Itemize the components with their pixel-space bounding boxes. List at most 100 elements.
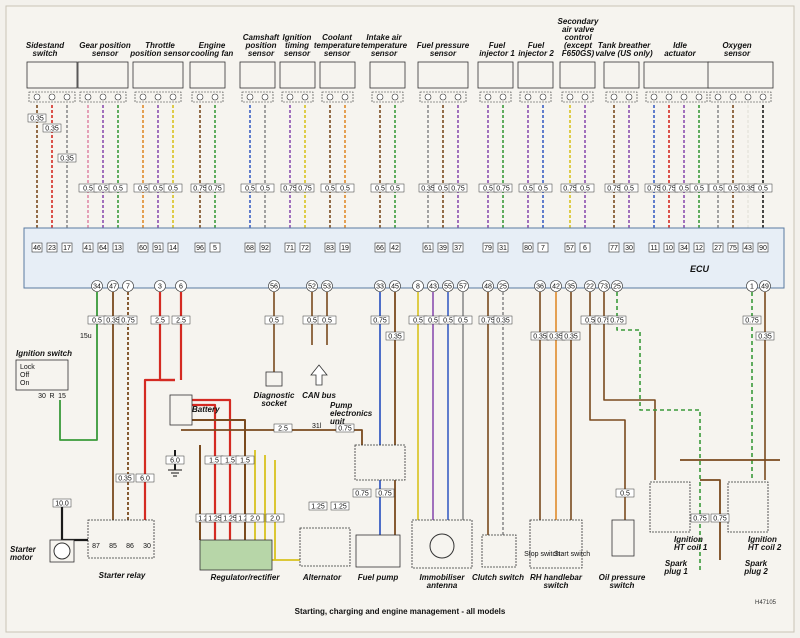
- ecu-pin-number: 64: [99, 245, 107, 252]
- wire-gauge-label: 0.5: [92, 318, 102, 325]
- ecu-pin: [623, 242, 635, 253]
- gauge-tag: [453, 315, 473, 325]
- component-label: Starter relay: [99, 571, 146, 580]
- wire-gauge-label: 2.0: [270, 516, 280, 523]
- ecu-pin: [268, 280, 280, 292]
- ecu-pin-number: 34: [680, 245, 688, 252]
- component-label: Fuel pump: [358, 573, 399, 582]
- component-label: air valve: [562, 25, 595, 34]
- gauge-tag: [330, 501, 350, 511]
- component-label: Ignition: [283, 33, 312, 42]
- wire-gauge-label: 0.5: [585, 318, 595, 325]
- wire-gauge-label: 1.5: [240, 458, 250, 465]
- gauge-tag: [265, 513, 285, 523]
- connector-pin: [246, 93, 254, 101]
- component-label: Intake air: [366, 33, 402, 42]
- ecu-pin-number: 11: [650, 245, 657, 252]
- wire-gauge-label: 1.25: [333, 504, 347, 511]
- component-label: injector 1: [479, 49, 515, 58]
- ecu-pin-number: 3: [158, 284, 162, 291]
- wire-gauge-label: 0.75: [338, 426, 352, 433]
- gauge-tag: [619, 183, 639, 193]
- gauge-tag: [335, 183, 355, 193]
- connector: [134, 91, 182, 103]
- wire: [181, 398, 232, 540]
- component-label: Alternator: [302, 573, 342, 582]
- component-ign_timing: [279, 61, 316, 103]
- ecu-pin: [82, 242, 94, 253]
- wire-gauge-label: 0.75: [745, 318, 759, 325]
- ecu-pin: [194, 242, 206, 253]
- wire-gauge-label: 0.35: [496, 318, 510, 325]
- gauge-tag: [561, 331, 581, 341]
- wire-gauge-label: 6.0: [170, 458, 180, 465]
- gauge-tag: [385, 183, 405, 193]
- connector-pin: [211, 93, 219, 101]
- gauge-tag: [171, 315, 191, 325]
- component-label: position: [244, 41, 276, 50]
- ecu-pin: [167, 242, 179, 253]
- connector-pin: [424, 93, 432, 101]
- component-label: Clutch switch: [472, 573, 524, 582]
- component-coolant: [319, 61, 356, 103]
- component-label: Ignition switch: [16, 349, 72, 358]
- wire-gauge-label: 0.5: [138, 186, 148, 193]
- ecu-pin: [339, 242, 351, 253]
- component-box: [319, 61, 356, 89]
- ecu-pin: [137, 242, 149, 253]
- gauge-tag: [150, 315, 170, 325]
- gauge-tag: [370, 315, 390, 325]
- ecu-pin: [757, 242, 769, 253]
- ecu-pin: [437, 242, 449, 253]
- wire-gauge-label: 0.5: [538, 186, 548, 193]
- component-box: [26, 61, 78, 89]
- component-label: Regulator/rectifier: [211, 573, 281, 582]
- wire-gauge-label: 0.5: [113, 186, 123, 193]
- connector-pin: [169, 93, 177, 101]
- wire: [589, 292, 626, 520]
- ecu-pin-number: 71: [286, 245, 294, 252]
- connector-pin: [759, 93, 767, 101]
- wire-gauge-label: 0.5: [83, 186, 93, 193]
- connector-pin: [261, 93, 269, 101]
- ecu-pin: [482, 280, 494, 292]
- wire-gauge-label: 1.25: [238, 516, 252, 523]
- component-label: HT coil 2: [748, 543, 782, 552]
- component-label: timing: [285, 41, 309, 50]
- wire-gauge-label: 0.5: [413, 318, 423, 325]
- component-idle: [643, 61, 710, 103]
- ecu-pin-number: 45: [391, 284, 399, 291]
- connector: [281, 91, 314, 103]
- ecu-pin-number: 42: [391, 245, 399, 252]
- ecu-pin-number: 83: [326, 245, 334, 252]
- ecu-pin-number: 41: [84, 245, 92, 252]
- component-label: antenna: [427, 581, 458, 590]
- wire-gauge-label: 0.35: [106, 318, 120, 325]
- wire-gauge-label: 10.0: [55, 501, 69, 508]
- wire-gauge-label: 0.75: [355, 491, 369, 498]
- ecu-pin-number: 73: [600, 284, 608, 291]
- switch-position-label: On: [20, 380, 29, 387]
- component-tank: [603, 61, 640, 103]
- ecu-pin: [427, 280, 439, 292]
- component-label: CAN bus: [302, 391, 336, 400]
- connector-pin: [680, 93, 688, 101]
- connector-pin: [63, 93, 71, 101]
- ecu-pin-number: 27: [714, 245, 722, 252]
- ecu-pin: [550, 280, 562, 292]
- wire-gauge-label: 2.0: [250, 516, 260, 523]
- ecu-pin-number: 31: [499, 245, 507, 252]
- gauge-tag: [165, 455, 185, 465]
- ecu-pin: [374, 242, 386, 253]
- wire-gauge-label: 0.35: [533, 334, 547, 341]
- gauge-tag: [57, 153, 77, 163]
- ecu-pin-number: 79: [484, 245, 492, 252]
- ecu-pin: [565, 280, 577, 292]
- wire-gauge-label: 0.75: [610, 318, 624, 325]
- switch-position-label: Off: [20, 372, 29, 379]
- ecu-pin-number: 19: [341, 245, 349, 252]
- wire-gauge-label: 0.75: [481, 318, 495, 325]
